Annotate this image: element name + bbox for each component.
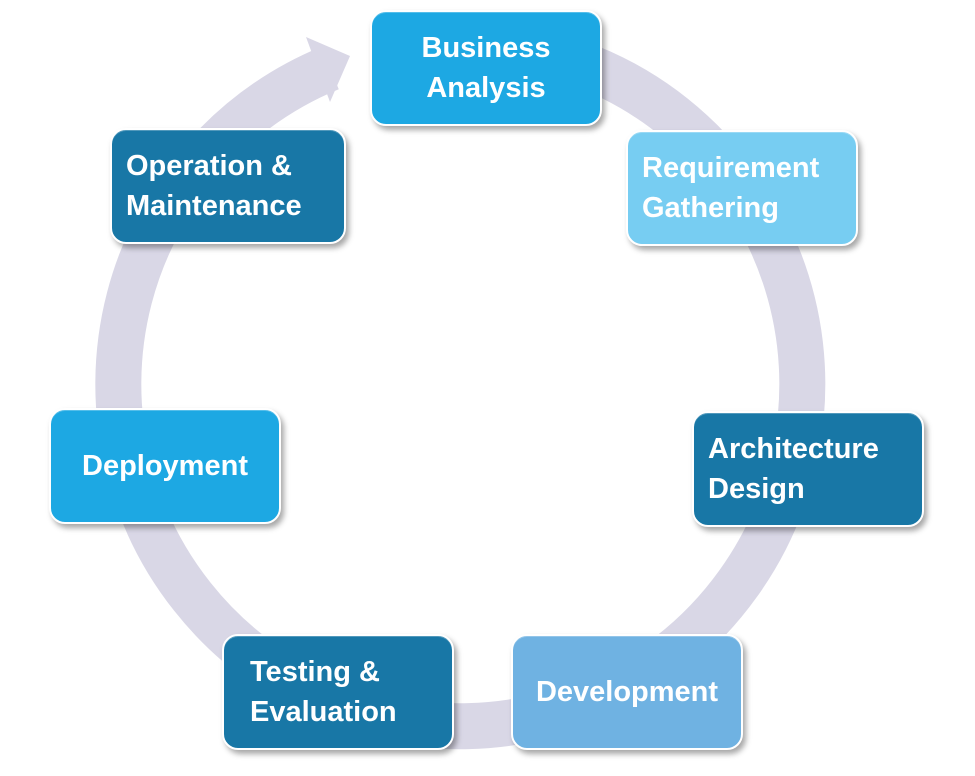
stage-label: Development [535,676,719,708]
stage-business-analysis[interactable]: Business Analysis [370,10,602,126]
stage-testing-evaluation[interactable]: Testing & Evaluation [222,634,454,750]
stage-requirement-gathering[interactable]: Requirement Gathering [626,130,858,246]
stage-deployment[interactable]: Deployment [49,408,281,524]
stage-label: Testing & Evaluation [250,656,397,728]
stage-label: Architecture Design [708,433,879,505]
stage-label: Requirement Gathering [642,152,820,224]
stage-label: Deployment [82,450,248,482]
stage-development[interactable]: Development [511,634,743,750]
stage-label: Operation & Maintenance [126,150,302,222]
stage-label: Business Analysis [421,32,551,104]
cycle-arrowhead [306,37,350,102]
stage-operation-maintenance[interactable]: Operation & Maintenance [110,128,346,244]
cycle-arc [95,40,826,750]
stage-architecture-design[interactable]: Architecture Design [692,411,924,527]
